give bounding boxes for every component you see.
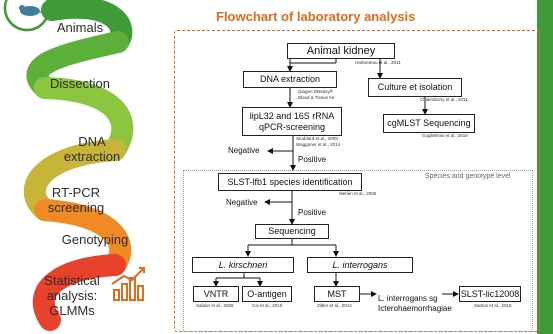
ref-culture: Chakraborty et al., 2011 — [420, 97, 468, 102]
box-vntr: VNTR — [193, 286, 239, 302]
bar-chart-icon — [111, 267, 145, 301]
box-label: lipL32 and 16S rRNA qPCR-screening — [249, 110, 335, 132]
step-label: Genotyping — [61, 232, 129, 247]
box-label: MST — [327, 288, 347, 299]
box-cgmlst: cgMLST Sequencing — [383, 114, 475, 133]
box-label: cgMLST Sequencing — [387, 118, 471, 128]
arc-segment-3 — [34, 77, 134, 161]
step-statistical-analysis: Statistical analysis: GLMMs — [32, 258, 112, 318]
step-dna-extraction: DNA extraction — [52, 119, 132, 164]
box-label: L. kirschneri — [218, 259, 268, 270]
box-l-interrogans: L. interrogans — [307, 257, 413, 273]
box-label: L. interrogans — [332, 259, 388, 270]
flowchart-title: Flowchart of laboratory analysis — [216, 9, 416, 24]
ref-oantigen: Cai et al., 2010 — [252, 303, 283, 308]
label-positive-2: Positive — [298, 208, 327, 217]
ref-dna-kit: Qiagen DNeasy® Blood & Tissue Kit — [298, 89, 335, 100]
step-dissection: Dissection — [40, 76, 120, 91]
box-label: O-antigen — [247, 288, 287, 299]
box-animal-kidney: Animal kidney — [287, 43, 395, 59]
box-label: SLST-lic12008 — [460, 288, 520, 299]
label-positive-1: Positive — [298, 155, 327, 164]
ref-slst: Merien et al., 2005 — [339, 191, 377, 196]
species-genotype-frame — [183, 170, 533, 332]
label-negative-2: Negative — [226, 198, 258, 207]
ref-kidney: Harbreteau et al., 2011 — [355, 60, 401, 65]
step-label: DNA extraction — [63, 134, 121, 164]
box-label: DNA extraction — [259, 74, 321, 84]
box-label: SLST-lfb1 species identification — [227, 176, 353, 187]
step-label: Dissection — [50, 76, 110, 91]
box-slst-identification: SLST-lfb1 species identification — [218, 173, 362, 191]
step-rt-pcr: RT-PCR screening — [36, 170, 116, 215]
arc-segment-6 — [32, 254, 126, 331]
species-genotype-note: Species and genotype level — [425, 173, 511, 180]
box-label: VNTR — [203, 288, 229, 299]
box-label: Culture et isolation — [377, 82, 453, 92]
box-dna-extraction: DNA extraction — [243, 71, 337, 88]
label-icterohaemorrhagiae: L. interrogans sg Icterohaemorrhagiae — [378, 284, 452, 314]
box-o-antigen: O-antigen — [242, 286, 292, 302]
step-label: Animals — [56, 20, 104, 35]
process-cycle-graphic — [3, 0, 145, 331]
step-genotyping: Genotyping — [50, 232, 140, 247]
box-mst: MST — [314, 286, 360, 302]
label-negative-1: Negative — [228, 146, 260, 155]
box-sequencing: Sequencing — [255, 224, 329, 239]
ref-mst: Zilber et al., 2014 — [317, 303, 352, 308]
step-label: RT-PCR screening — [47, 185, 105, 215]
box-lipl32-screening: lipL32 and 16S rRNA qPCR-screening — [242, 107, 342, 136]
ref-lipl32: Stoddard et al., 2009 Waggoner et al., 2… — [296, 136, 341, 147]
ref-vntr: Salaün et al., 2006 — [196, 303, 234, 308]
step-label: Statistical analysis: GLMMs — [44, 273, 100, 318]
box-label: Sequencing — [268, 226, 316, 236]
right-accent-bar — [537, 0, 553, 334]
step-animals: Animals — [40, 20, 120, 35]
ref-cgmlst: Guglielmini et al., 2019 — [422, 133, 468, 138]
box-slst-lic12008: SLST-lic12008 — [459, 286, 521, 302]
box-culture: Culture et isolation — [368, 78, 462, 97]
box-label: Animal kidney — [306, 44, 376, 57]
box-l-kirschneri: L. kirschneri — [192, 257, 294, 273]
sg-label: L. interrogans sg Icterohaemorrhagiae — [378, 294, 452, 313]
ref-slst-lic: Santos et al., 2018 — [474, 303, 512, 308]
